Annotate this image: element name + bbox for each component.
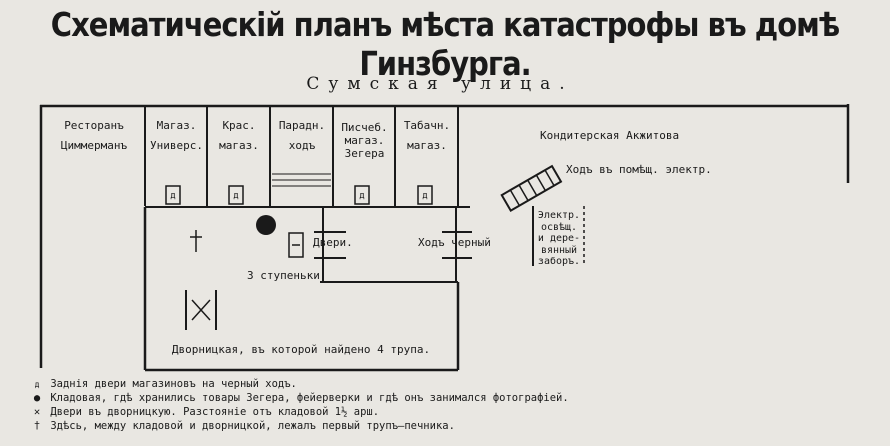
shop-name-line: магаз.: [407, 139, 447, 152]
passage-stair: [500, 164, 563, 213]
steps-label: 3 ступеньки.: [247, 269, 327, 282]
doors-label: Двери.: [313, 236, 353, 249]
shop-name-line: Универс.: [150, 139, 203, 152]
shop-name-line: ходъ: [288, 139, 316, 152]
diagram-title: Схематическiй планъ мѣста катастрофы въ …: [50, 4, 840, 84]
legend-text: Двери въ дворницкую. Разстоянiе отъ клад…: [50, 406, 380, 418]
shop-name-line: Табачн.: [403, 119, 451, 132]
shop-name-line: Магаз.: [156, 119, 197, 132]
door-mark-label: д: [170, 191, 176, 201]
fence-label: Электр. освѣщ. и дере- вянный заборъ.: [535, 210, 583, 268]
shop-name-line: Зегера: [344, 147, 385, 160]
fence-label-line: и дере-: [537, 233, 581, 244]
shop-name-line: магаз.: [219, 139, 259, 152]
shop-name-line: Циммерманъ: [60, 139, 128, 152]
legend-item: † Здѣсь, между кладовой и дворницкой, ле…: [30, 420, 455, 432]
back-entrance-label: Ходъ черный: [418, 236, 491, 249]
legend-dot-symbol: ●: [33, 392, 41, 404]
shop-restaurant: Ресторанъ Циммерманъ: [44, 116, 144, 156]
fence-label-line: заборъ.: [537, 256, 581, 267]
shop-stationery: Писчеб. магаз. Зегера: [334, 121, 395, 160]
door-mark-label: д: [233, 191, 239, 201]
fence-label-line: освѣщ.: [540, 221, 578, 233]
confectionery-label: Кондитерская Акжитова: [540, 129, 680, 142]
shop-paint: Крас. магаз.: [208, 116, 270, 156]
main-entrance: Парадн. ходъ: [271, 116, 333, 156]
door-mark-label: д: [359, 191, 365, 201]
janitor-room-label: Дворницкая, въ которой найдено 4 трупа.: [171, 343, 431, 356]
shop-tobacco: Табачн. магаз.: [396, 116, 458, 156]
shop-universal: Магаз. Универс.: [146, 116, 207, 156]
janitor-door-cross: [191, 299, 211, 321]
legend-text: Кладовая, гдѣ хранились товары Зегера, ф…: [50, 392, 569, 404]
legend-item: д Заднiя двери магазиновъ на черный ходъ…: [30, 378, 297, 390]
fence-label-line: Электр.: [537, 210, 581, 221]
legend-dagger-symbol: †: [33, 420, 41, 432]
storeroom-dot: [256, 215, 276, 235]
door-marks: [165, 185, 433, 205]
fence-label-line: вянный: [540, 244, 578, 256]
passage-label: Ходъ въ помѣщ. электр.: [566, 163, 712, 176]
legend-door-symbol: д: [34, 380, 40, 389]
steps-symbol: [288, 232, 304, 258]
legend-cross-symbol: ✕: [33, 406, 41, 418]
legend-item: ● Кладовая, гдѣ хранились товары Зегера,…: [30, 392, 569, 404]
legend-text: Здѣсь, между кладовой и дворницкой, лежа…: [50, 420, 455, 432]
shop-name-line: магаз.: [344, 134, 385, 147]
shop-name-line: Ресторанъ: [64, 119, 124, 132]
shop-name-line: Писчеб.: [341, 121, 388, 134]
shop-name-line: Парадн.: [278, 119, 326, 132]
legend-text: Заднiя двери магазиновъ на черный ходъ.: [50, 378, 297, 390]
street-label: Сумская улица.: [306, 74, 574, 94]
legend-item: ✕ Двери въ дворницкую. Разстоянiе отъ кл…: [30, 406, 379, 418]
shop-name-line: Крас.: [222, 119, 256, 132]
door-mark-label: д: [422, 191, 428, 201]
